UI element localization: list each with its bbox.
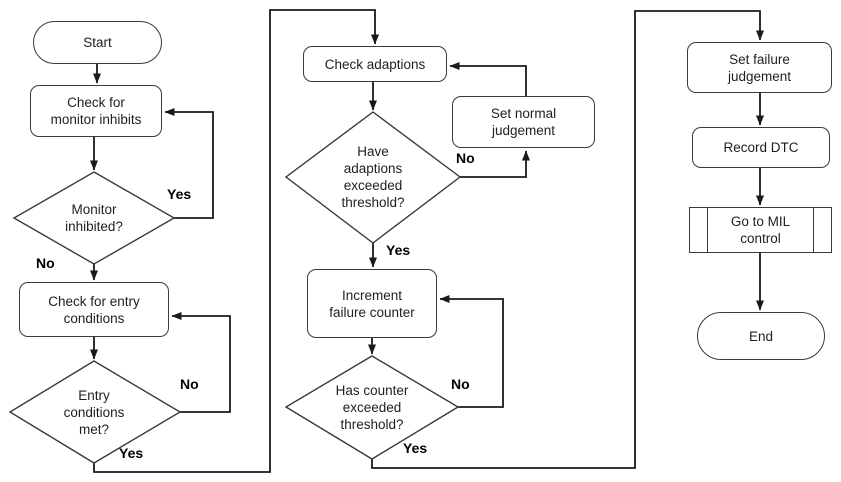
node-goto-mil-control: Go to MIL control xyxy=(689,207,832,253)
decision-adaptions-exceeded xyxy=(284,111,462,244)
node-set-normal-judgement: Set normal judgement xyxy=(452,96,595,148)
node-increment-failure-counter: Increment failure counter xyxy=(307,269,437,338)
edge-label-counter-no: No xyxy=(451,376,470,392)
edge-label-adaptions-no: No xyxy=(456,150,475,166)
edge-label-entry-no: No xyxy=(180,376,199,392)
edge-set-normal-to-check-adaptions xyxy=(449,62,527,96)
node-check-adaptions-label: Check adaptions xyxy=(324,56,426,72)
node-check-monitor-inhibits: Check for monitor inhibits xyxy=(30,85,162,137)
node-record-dtc: Record DTC xyxy=(692,127,830,168)
edge-label-entry-yes: Yes xyxy=(119,445,144,461)
node-check-entry-conditions: Check for entry conditions xyxy=(19,282,169,337)
edge-label-adaptions-yes: Yes xyxy=(386,242,411,258)
decision-counter-exceeded xyxy=(284,355,460,460)
node-check-adaptions: Check adaptions xyxy=(303,46,447,82)
node-set-normal-judgement-label: Set normal judgement xyxy=(490,106,557,138)
node-start-label: Start xyxy=(83,35,112,50)
node-increment-failure-counter-label: Increment failure counter xyxy=(329,287,415,320)
edge-entry-met-no-loop xyxy=(171,312,231,413)
edge-label-monitor-yes: Yes xyxy=(167,186,192,202)
edge-counter-exceeded-no-loop xyxy=(439,295,504,408)
node-set-failure-judgement-label: Set failure judgement xyxy=(727,51,792,84)
decision-entry-conditions-met xyxy=(8,360,182,464)
edge-adaptions-exceeded-no xyxy=(460,150,530,178)
node-check-entry-conditions-label: Check for entry conditions xyxy=(48,293,140,326)
edge-monitor-inhibited-yes-loop xyxy=(164,108,214,219)
predefined-left-bar xyxy=(707,208,708,252)
predefined-right-bar xyxy=(813,208,814,252)
node-start: Start xyxy=(33,21,162,64)
node-end-label: End xyxy=(748,328,774,344)
node-check-monitor-inhibits-label: Check for monitor inhibits xyxy=(50,95,142,127)
node-goto-mil-control-label: Go to MIL control xyxy=(730,214,791,246)
edge-label-counter-yes: Yes xyxy=(403,440,428,456)
edge-entry-met-yes-to-check-adaptions xyxy=(93,9,379,473)
edge-label-monitor-no: No xyxy=(36,255,55,271)
node-record-dtc-label: Record DTC xyxy=(723,140,799,155)
decision-monitor-inhibited xyxy=(12,171,176,265)
node-end: End xyxy=(697,312,825,360)
node-set-failure-judgement: Set failure judgement xyxy=(687,42,832,93)
edge-counter-exceeded-yes-to-set-failure xyxy=(371,10,764,469)
